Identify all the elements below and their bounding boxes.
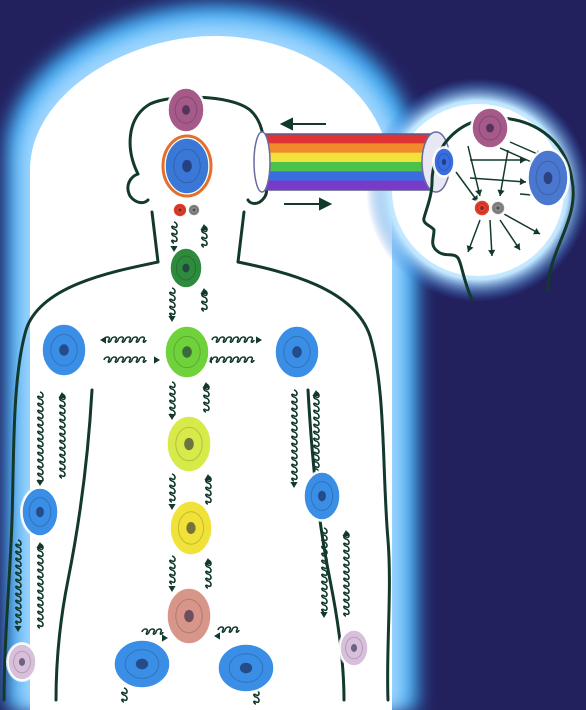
- shoulder-node-left: [40, 322, 88, 378]
- head-pituitary-node-center: [496, 206, 499, 209]
- chakra-solar-plexus: [165, 414, 213, 474]
- hand-node-left-center: [19, 658, 25, 666]
- elbow-node-right-center: [318, 491, 326, 502]
- hip-node-right: [216, 642, 276, 694]
- head-pituitary-node: [489, 199, 507, 217]
- hip-node-left: [112, 638, 172, 690]
- head-crown-node: [470, 106, 510, 150]
- chakra-third-eye-center: [182, 160, 192, 172]
- head-beam-node-center: [442, 159, 446, 165]
- light-beam-stripe-2: [262, 143, 436, 153]
- chakra-crown: [166, 86, 206, 134]
- chakra-minor-grey-center: [193, 209, 196, 212]
- elbow-node-right: [302, 470, 342, 522]
- chakra-root-center: [184, 610, 194, 622]
- chakra-minor-red-center: [178, 208, 181, 211]
- elbow-node-left: [20, 486, 60, 538]
- chakra-throat-center: [182, 264, 189, 273]
- hip-node-left-center: [136, 659, 148, 670]
- chakra-heart-center: [182, 346, 192, 357]
- light-beam-stripe-3: [262, 153, 436, 163]
- shoulder-node-left-center: [59, 344, 69, 355]
- chakra-heart: [163, 324, 211, 380]
- hand-node-right-center: [351, 644, 357, 652]
- hip-node-right-center: [240, 663, 252, 674]
- head-eye-node: [526, 148, 570, 208]
- elbow-node-left-center: [36, 507, 44, 518]
- chakra-root: [165, 586, 213, 646]
- light-beam: [262, 134, 436, 191]
- head-pineal-node-center: [480, 206, 484, 210]
- chakra-crown-center: [182, 105, 190, 115]
- chakra-sacral: [168, 499, 214, 557]
- shoulder-node-right-center: [292, 346, 302, 357]
- chakra-solar-plexus-center: [184, 438, 194, 450]
- chakra-minor-grey: [186, 202, 202, 218]
- hand-node-right: [338, 628, 370, 668]
- light-beam-stripe-1: [262, 134, 436, 144]
- light-beam-stripe-5: [262, 171, 436, 181]
- hand-node-left: [6, 642, 38, 682]
- chakra-sacral-center: [186, 522, 195, 534]
- shoulder-node-right: [273, 324, 321, 380]
- light-beam-stripe-4: [262, 162, 436, 172]
- head-crown-node-center: [486, 124, 494, 133]
- head-beam-node: [432, 146, 456, 178]
- head-eye-node-center: [544, 172, 553, 184]
- chakra-throat: [168, 246, 204, 290]
- light-beam-stripe-6: [262, 181, 436, 191]
- light-beam-end: [254, 132, 270, 192]
